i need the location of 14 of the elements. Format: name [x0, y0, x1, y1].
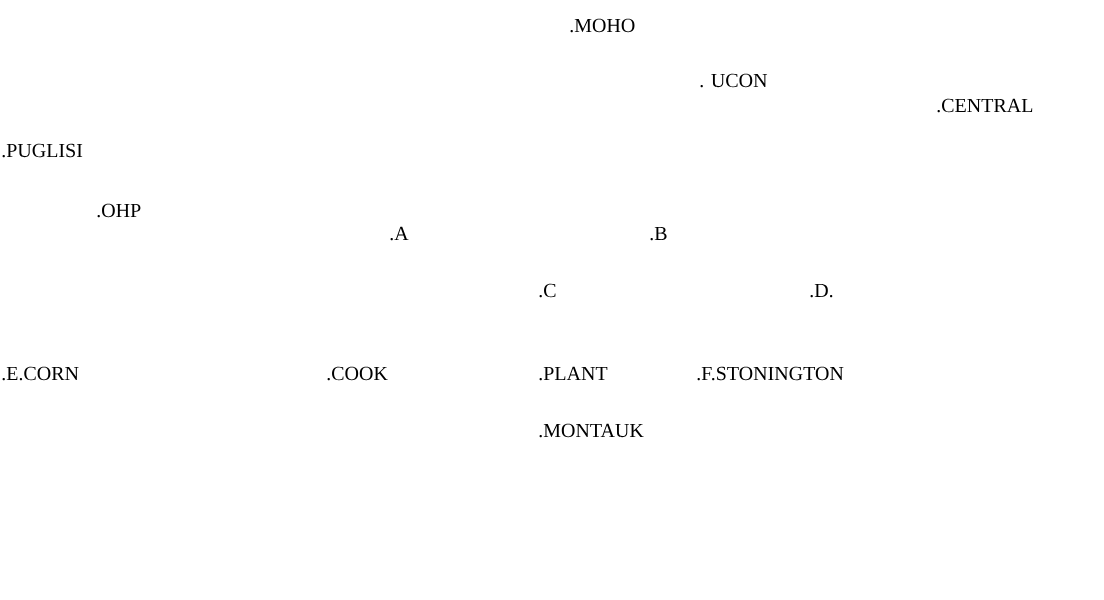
place-label: .E.CORN	[2, 366, 79, 381]
place-label: .B	[650, 226, 667, 241]
place-label: .F.STONINGTON	[697, 366, 844, 381]
place-label: .C	[539, 283, 556, 298]
place-label: .CENTRAL	[937, 98, 1033, 113]
place-label: .D.	[810, 283, 833, 298]
place-label: .PUGLISI	[2, 143, 83, 158]
place-label: .MONTAUK	[539, 423, 644, 438]
place-label: .A	[390, 226, 409, 241]
place-label: .OHP	[97, 203, 141, 218]
place-label: .PLANT	[539, 366, 608, 381]
place-label: . UCON	[700, 73, 768, 88]
place-label: .MOHO	[570, 18, 635, 33]
place-label: .COOK	[327, 366, 388, 381]
